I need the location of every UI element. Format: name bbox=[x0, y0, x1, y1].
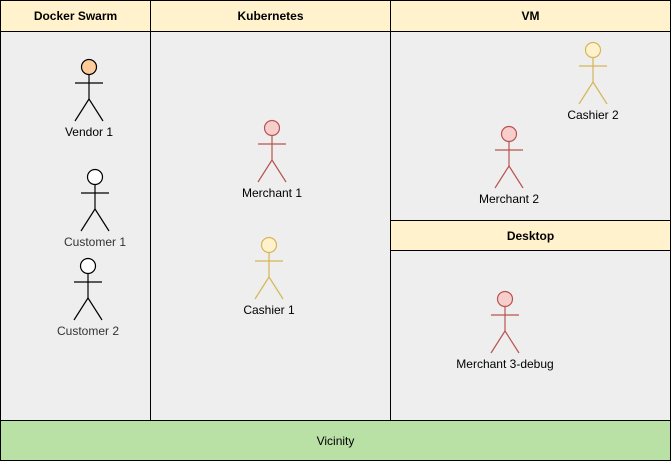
actor-label: Merchant 3-debug bbox=[456, 357, 554, 371]
stick-figure-icon bbox=[494, 125, 524, 189]
actor-label: Merchant 1 bbox=[241, 186, 303, 200]
actor-label: Cashier 1 bbox=[243, 303, 295, 317]
stick-figure-icon bbox=[490, 290, 520, 354]
actor-customer-1[interactable]: Customer 1 bbox=[45, 168, 145, 249]
actor-label: Customer 1 bbox=[63, 235, 127, 249]
actor-label: Merchant 2 bbox=[478, 192, 540, 206]
stick-figure-icon bbox=[578, 41, 608, 105]
vicinity-footer: Vicinity bbox=[0, 420, 671, 461]
actor-label: Cashier 2 bbox=[567, 108, 619, 122]
docker-swarm-header: Docker Swarm bbox=[0, 0, 151, 32]
actor-merchant-3-debug[interactable]: Merchant 3-debug bbox=[455, 290, 555, 371]
actor-vendor-1[interactable]: Vendor 1 bbox=[39, 58, 139, 139]
stick-figure-icon bbox=[74, 58, 104, 122]
actor-customer-2[interactable]: Customer 2 bbox=[38, 257, 138, 338]
vicinity-label: Vicinity bbox=[316, 433, 355, 448]
stick-figure-icon bbox=[73, 257, 103, 321]
actor-merchant-1[interactable]: Merchant 1 bbox=[222, 119, 322, 200]
stick-figure-icon bbox=[257, 119, 287, 183]
desktop-header: Desktop bbox=[390, 220, 671, 251]
actor-label: Vendor 1 bbox=[64, 125, 114, 139]
stick-figure-icon bbox=[254, 236, 284, 300]
vm-panel bbox=[390, 0, 671, 221]
actor-label: Customer 2 bbox=[56, 324, 120, 338]
actor-cashier-2[interactable]: Cashier 2 bbox=[543, 41, 643, 122]
kubernetes-header: Kubernetes bbox=[150, 0, 391, 32]
actor-merchant-2[interactable]: Merchant 2 bbox=[459, 125, 559, 206]
docker-swarm-panel bbox=[0, 0, 151, 421]
vm-header: VM bbox=[390, 0, 671, 32]
kubernetes-panel bbox=[150, 0, 391, 421]
stick-figure-icon bbox=[80, 168, 110, 232]
actor-cashier-1[interactable]: Cashier 1 bbox=[219, 236, 319, 317]
